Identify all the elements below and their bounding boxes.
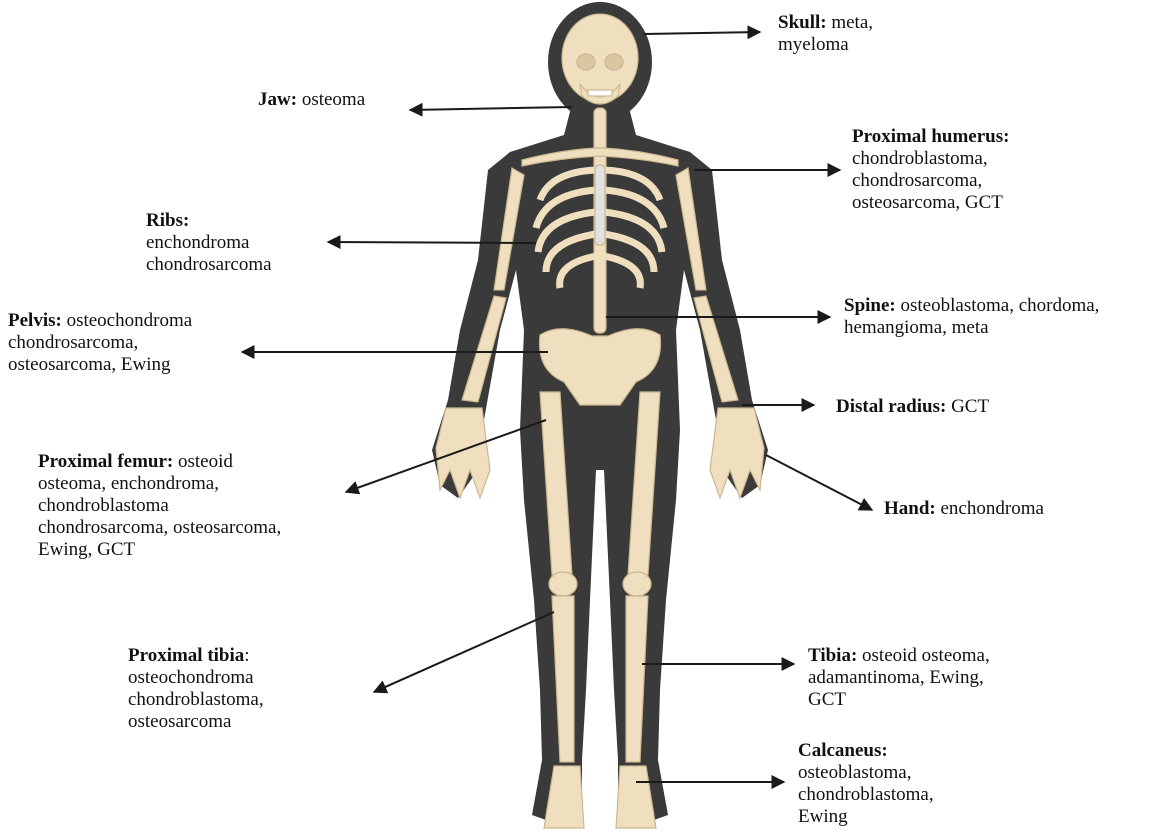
label-calcaneus-line: Ewing bbox=[798, 806, 848, 827]
knee-left bbox=[549, 572, 577, 596]
label-jaw-line: osteoma bbox=[302, 89, 365, 110]
arrow-jaw bbox=[410, 107, 572, 110]
label-ribs-line: chondrosarcoma bbox=[146, 254, 272, 275]
label-distal-radius-line: GCT bbox=[951, 396, 989, 417]
arrow-skull bbox=[644, 32, 760, 34]
label-pelvis-line: chondrosarcoma, bbox=[8, 332, 138, 353]
eye-socket-right bbox=[605, 54, 623, 70]
label-tibia-line: osteoid osteoma, bbox=[862, 645, 990, 666]
label-ribs: Ribs: enchondroma chondrosarcoma bbox=[146, 210, 272, 276]
label-skull-line: myeloma bbox=[778, 34, 849, 55]
sternum bbox=[595, 165, 605, 245]
label-ribs-line: enchondroma bbox=[146, 232, 249, 253]
label-proximal-tibia-line: osteosarcoma bbox=[128, 711, 231, 732]
label-calcaneus: Calcaneus: osteoblastoma, chondroblastom… bbox=[798, 740, 934, 828]
label-distal-radius-title: Distal radius: bbox=[836, 396, 946, 417]
label-ribs-title: Ribs: bbox=[146, 210, 189, 231]
label-jaw: Jaw: osteoma bbox=[258, 89, 365, 111]
label-proximal-femur-line: chondrosarcoma, osteosarcoma, bbox=[38, 517, 281, 538]
label-proximal-femur-line: osteoma, enchondroma, bbox=[38, 473, 219, 494]
label-spine-line: osteoblastoma, chordoma, bbox=[901, 295, 1100, 316]
label-proximal-tibia-title: Proximal tibia bbox=[128, 645, 244, 666]
label-proximal-tibia-line: osteochondroma bbox=[128, 667, 254, 688]
label-spine-title: Spine: bbox=[844, 295, 896, 316]
label-hand-line: enchondroma bbox=[941, 498, 1044, 519]
label-pelvis-title: Pelvis: bbox=[8, 310, 62, 331]
label-proximal-femur-line: osteoid bbox=[178, 451, 233, 472]
label-proximal-tibia-suffix: : bbox=[244, 645, 249, 666]
skull-bone bbox=[562, 14, 638, 102]
label-proximal-humerus-line: chondrosarcoma, bbox=[852, 170, 982, 191]
label-skull-title: Skull: bbox=[778, 12, 827, 33]
eye-socket-left bbox=[577, 54, 595, 70]
label-pelvis-line: osteosarcoma, Ewing bbox=[8, 354, 171, 375]
label-spine: Spine: osteoblastoma, chordoma, hemangio… bbox=[844, 295, 1099, 339]
label-spine-line: hemangioma, meta bbox=[844, 317, 989, 338]
arrow-proximal-tibia bbox=[374, 612, 554, 692]
label-skull-line: meta, bbox=[831, 12, 873, 33]
teeth bbox=[588, 90, 612, 96]
label-tibia-line: GCT bbox=[808, 689, 846, 710]
label-proximal-humerus-line: osteosarcoma, GCT bbox=[852, 192, 1003, 213]
label-proximal-humerus-title: Proximal humerus: bbox=[852, 126, 1009, 147]
label-proximal-femur: Proximal femur: osteoid osteoma, enchond… bbox=[38, 451, 281, 561]
label-pelvis-line: osteochondroma bbox=[67, 310, 193, 331]
label-calcaneus-line: chondroblastoma, bbox=[798, 784, 934, 805]
label-tibia-title: Tibia: bbox=[808, 645, 857, 666]
label-proximal-femur-line: Ewing, GCT bbox=[38, 539, 135, 560]
label-proximal-tibia-line: chondroblastoma, bbox=[128, 689, 264, 710]
label-proximal-femur-line: chondroblastoma bbox=[38, 495, 169, 516]
knee-right bbox=[623, 572, 651, 596]
label-proximal-humerus: Proximal humerus: chondroblastoma, chond… bbox=[852, 126, 1009, 214]
label-tibia-line: adamantinoma, Ewing, bbox=[808, 667, 984, 688]
label-calcaneus-line: osteoblastoma, bbox=[798, 762, 911, 783]
label-jaw-title: Jaw: bbox=[258, 89, 297, 110]
label-hand: Hand: enchondroma bbox=[884, 498, 1044, 520]
label-proximal-tibia: Proximal tibia: osteochondroma chondrobl… bbox=[128, 645, 264, 733]
arrow-hand bbox=[766, 455, 872, 510]
label-skull: Skull: meta, myeloma bbox=[778, 12, 873, 56]
label-proximal-femur-title: Proximal femur: bbox=[38, 451, 173, 472]
label-distal-radius: Distal radius: GCT bbox=[836, 396, 989, 418]
arrow-ribs bbox=[328, 242, 536, 243]
label-calcaneus-title: Calcaneus: bbox=[798, 740, 888, 761]
label-proximal-humerus-line: chondroblastoma, bbox=[852, 148, 988, 169]
label-pelvis: Pelvis: osteochondroma chondrosarcoma, o… bbox=[8, 310, 192, 376]
label-tibia: Tibia: osteoid osteoma, adamantinoma, Ew… bbox=[808, 645, 990, 711]
label-hand-title: Hand: bbox=[884, 498, 936, 519]
